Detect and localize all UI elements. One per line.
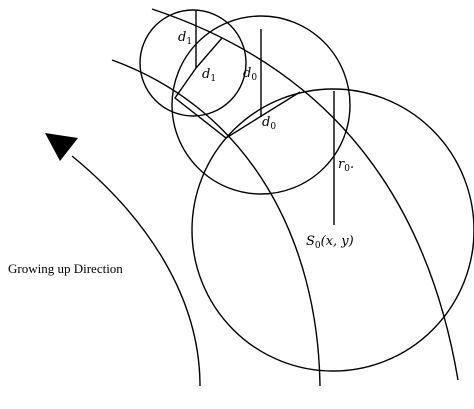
growth-arrow-head-icon (45, 133, 78, 161)
inner-boundary-curve (111, 59, 321, 387)
growth-direction-curve (71, 155, 201, 387)
outer-boundary-curve (151, 8, 459, 381)
label-d0-upper: d0 (243, 66, 257, 83)
circle-d0 (171, 15, 351, 195)
label-r0: r0. (338, 157, 354, 174)
growing-direction-caption: Growing up Direction (8, 261, 123, 276)
circle-d1 (139, 9, 247, 117)
label-d1-upper: d1 (178, 30, 192, 47)
label-d1-lower: d1 (202, 67, 216, 84)
label-d0-lower: d0 (262, 115, 276, 132)
label-s0-center: S0(x, y) (306, 234, 354, 251)
center-connector (174, 37, 301, 139)
circle-s0 (191, 88, 474, 372)
